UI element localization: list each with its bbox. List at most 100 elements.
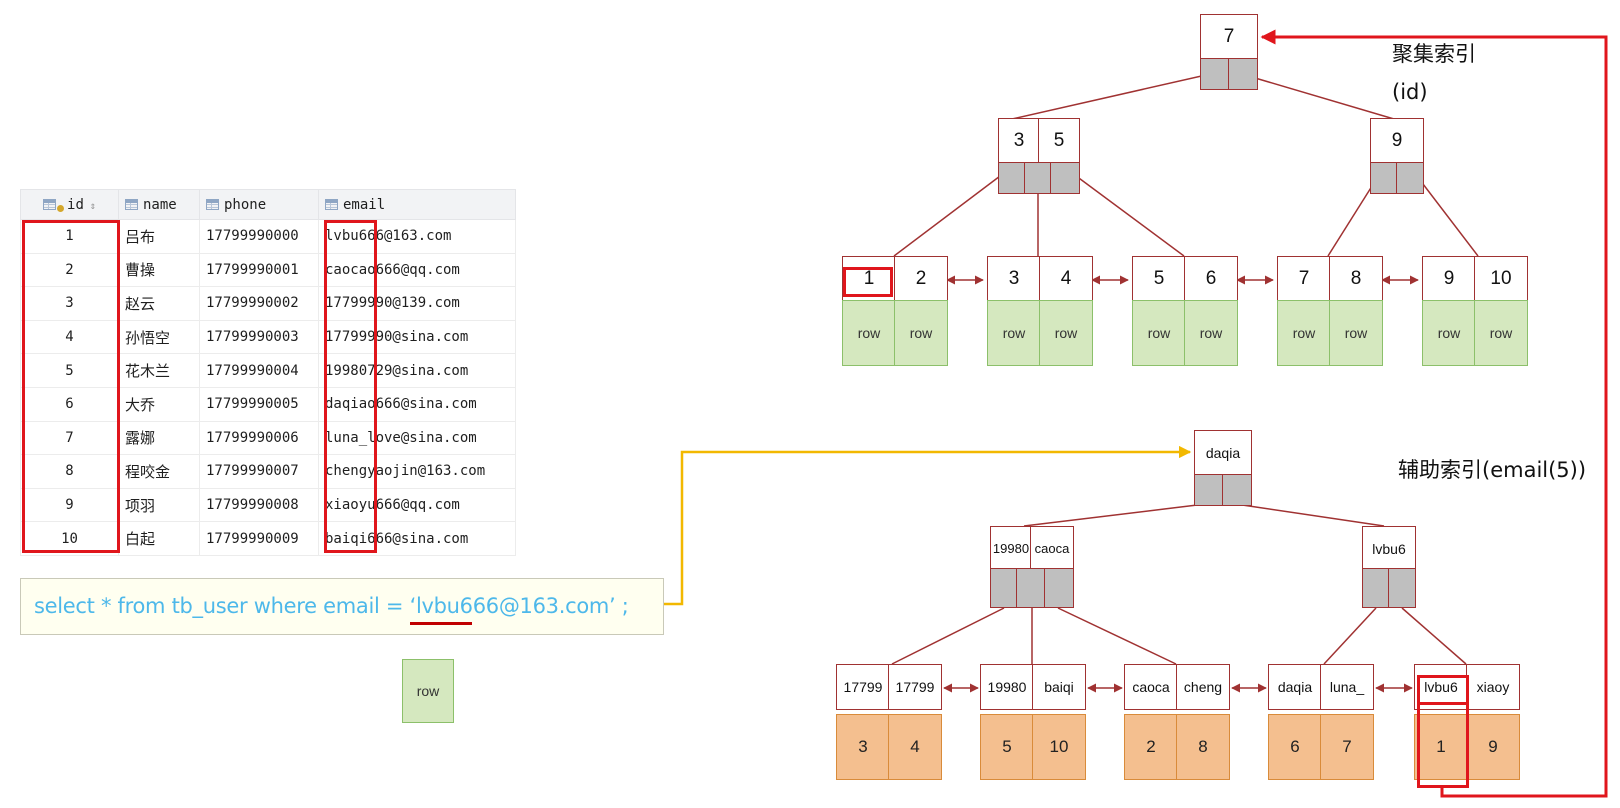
cell-name[interactable]: 程咬金 [118,454,200,489]
cell-email[interactable]: chengyaojin@163.com [318,454,516,489]
clustered-internal-pointer [998,162,1026,194]
cell-name[interactable]: 赵云 [118,286,200,321]
secondary-leaf-key: luna_ [1320,664,1374,710]
cell-name[interactable]: 项羽 [118,487,200,523]
cell-id[interactable]: 7 [20,420,119,456]
cell-email[interactable]: 17799990@sina.com [318,319,516,355]
cell-name[interactable]: 花木兰 [118,353,200,388]
secondary-leaf-id: 5 [980,714,1034,780]
clustered-internal-pointer [1024,162,1052,194]
cell-phone[interactable]: 17799990009 [199,521,319,556]
cell-name[interactable]: 曹操 [118,252,200,288]
cell-phone[interactable]: 17799990008 [199,487,319,523]
clustered-leaf-key: 9 [1422,256,1476,302]
cell-id[interactable]: 4 [20,319,119,355]
cell-id[interactable]: 3 [20,286,119,321]
row-block: row [402,659,454,723]
column-icon [325,198,338,210]
secondary-root-pointer [1194,474,1224,506]
clustered-internal-key: 5 [1038,118,1080,164]
cell-email[interactable]: 17799990@139.com [318,286,516,321]
secondary-internal-pointer [1016,568,1046,608]
cell-phone[interactable]: 17799990002 [199,286,319,321]
clustered-leaf-key: 10 [1474,256,1528,302]
clustered-leaf-key: 3 [987,256,1041,302]
column-header-phone[interactable]: phone [199,189,319,220]
clustered-leaf-row: row [1277,300,1331,366]
secondary-leaf-key: 19980 [980,664,1034,710]
cell-email[interactable]: lvbu666@163.com [318,219,516,254]
key-icon [57,204,65,212]
clustered-index-subtitle: (id) [1392,80,1428,104]
cell-id[interactable]: 8 [20,454,119,489]
cell-name[interactable]: 吕布 [118,219,200,254]
cell-id[interactable]: 10 [20,521,119,556]
clustered-internal-key: 9 [1370,118,1424,164]
cell-name[interactable]: 白起 [118,521,200,556]
cell-email[interactable]: baiqi666@sina.com [318,521,516,556]
sql-value-underline [410,622,472,625]
cell-id[interactable]: 1 [20,219,119,254]
secondary-leaf-id: 8 [1176,714,1230,780]
cell-phone[interactable]: 17799990006 [199,420,319,456]
clustered-leaf-row: row [1474,300,1528,366]
secondary-internal-pointer [990,568,1018,608]
secondary-leaf-key: 17799 [888,664,942,710]
cell-id[interactable]: 9 [20,487,119,523]
secondary-root-key: daqia [1194,430,1252,476]
cell-name[interactable]: 露娜 [118,420,200,456]
secondary-leaf-id: 2 [1124,714,1178,780]
secondary-leaf-id: 4 [888,714,942,780]
cell-phone[interactable]: 17799990001 [199,252,319,288]
column-header-name[interactable]: name [118,189,200,220]
column-header-id[interactable]: id⇕ [20,189,119,220]
sort-icon[interactable]: ⇕ [89,200,96,212]
cell-phone[interactable]: 17799990005 [199,386,319,422]
cell-email[interactable]: luna_love@sina.com [318,420,516,456]
secondary-leaf-id: 1 [1414,714,1468,780]
sql-query: select * from tb_user where email = ‘lvb… [20,578,664,635]
cell-name[interactable]: 大乔 [118,386,200,422]
clustered-root-pointer [1200,58,1230,90]
secondary-root-pointer [1222,474,1252,506]
cell-email[interactable]: caocao666@qq.com [318,252,516,288]
secondary-leaf-key: cheng [1176,664,1230,710]
column-header-email[interactable]: email [318,189,516,220]
cell-phone[interactable]: 17799990003 [199,319,319,355]
cell-phone[interactable]: 17799990000 [199,219,319,254]
secondary-internal-key: 19980 [990,526,1032,572]
secondary-index-title: 辅助索引(email(5)) [1398,458,1587,482]
cell-id[interactable]: 6 [20,386,119,422]
cell-email[interactable]: 19980729@sina.com [318,353,516,388]
secondary-leaf-key: 17799 [836,664,890,710]
cell-name[interactable]: 孙悟空 [118,319,200,355]
clustered-root-pointer [1228,58,1258,90]
clustered-leaf-key: 7 [1277,256,1331,302]
clustered-leaf-row: row [1039,300,1093,366]
cell-id[interactable]: 2 [20,252,119,288]
cell-email[interactable]: daqiao666@sina.com [318,386,516,422]
clustered-leaf-row: row [894,300,948,366]
secondary-leaf-key: caoca [1124,664,1178,710]
clustered-leaf-key: 4 [1039,256,1093,302]
cell-phone[interactable]: 17799990004 [199,353,319,388]
clustered-leaf-key: 5 [1132,256,1186,302]
clustered-leaf-key: 8 [1329,256,1383,302]
clustered-internal-pointer [1370,162,1398,194]
clustered-leaf-row: row [842,300,896,366]
cell-id[interactable]: 5 [20,353,119,388]
cell-phone[interactable]: 17799990007 [199,454,319,489]
cell-email[interactable]: xiaoyu666@qq.com [318,487,516,523]
clustered-internal-pointer [1050,162,1080,194]
